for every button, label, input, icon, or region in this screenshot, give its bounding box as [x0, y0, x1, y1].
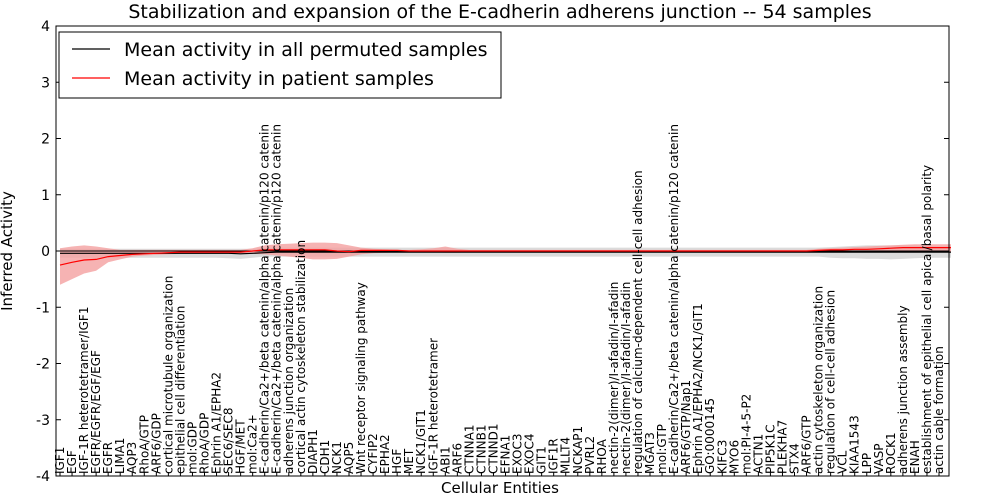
x-category-label: EGF — [65, 450, 79, 474]
x-category-label: MLLT4 — [559, 437, 573, 474]
patient-band — [60, 242, 951, 285]
patient-band-area — [60, 242, 951, 285]
plot-frame — [55, 25, 950, 477]
x-category-label: AQP3 — [125, 442, 139, 474]
x-category-label: DIAPH1 — [306, 429, 320, 474]
patient-mean-line — [59, 247, 951, 266]
x-category-label: LPP — [860, 453, 874, 474]
x-category-label: CTNNB1 — [474, 424, 488, 474]
legend: Mean activity in all permuted samples Me… — [58, 31, 502, 99]
x-category-label: NCKAP1 — [571, 426, 585, 474]
x-category-label: mol:Ca2+ — [246, 414, 260, 474]
y-tick-label: 3 — [41, 75, 50, 91]
x-category-label: MGAT3 — [643, 432, 657, 474]
x-category-label: NCK1/GIT1 — [414, 409, 428, 474]
x-category-label: regulation of calcium-dependent cell-cel… — [631, 170, 645, 474]
series-lines — [59, 247, 951, 266]
y-axis-label: Inferred Activity — [0, 191, 16, 311]
x-category-label: ARF6/GTP — [800, 415, 814, 474]
x-category-label: PLEKHA7 — [776, 420, 790, 474]
x-category-label: ARF6/GTP/Nap1 — [679, 380, 693, 474]
x-category-label: ACTN1 — [751, 434, 765, 474]
x-category-label: PIP5K1C — [763, 424, 777, 474]
x-category-label: IGF1R — [547, 438, 561, 474]
x-category-label: nectin-2(dimer)/I-afadin/I-afadin — [619, 282, 633, 474]
x-category-label: VASP — [872, 443, 886, 474]
x-category-label: EFNA1 — [499, 435, 513, 474]
x-category-label: RhoA/GDP — [198, 413, 212, 474]
x-category-label: mol:GTP — [655, 424, 669, 474]
x-category-label: ENAH — [908, 440, 922, 474]
x-category-label: NCK1 — [330, 441, 344, 474]
x-category-label: CDH1 — [318, 440, 332, 474]
x-category-label: Wnt receptor signaling pathway — [354, 282, 368, 474]
x-category-label: ARF6 — [450, 443, 464, 474]
x-category-label: ROCK1 — [884, 432, 898, 474]
y-tick-label: 4 — [41, 19, 50, 35]
y-axis: -4 -3 -2 -1 0 1 2 3 4 — [36, 19, 949, 485]
x-category-label: AQP5 — [342, 442, 356, 474]
x-category-label: EXOC3 — [511, 434, 525, 475]
x-category-label: RhoA/GTP — [137, 415, 151, 474]
x-category-label: VCL — [836, 450, 850, 474]
y-tick-label: -3 — [36, 413, 50, 429]
x-category-label: regulation of cell-cell adhesion — [824, 290, 838, 474]
x-category-label: MET — [402, 448, 416, 474]
x-category-label: E-cadherin/Ca2+/beta catenin/alpha caten… — [667, 124, 681, 474]
x-category-label: ABI1 — [438, 446, 452, 474]
x-category-label: Ephrin A1/EPHA2 — [210, 372, 224, 474]
x-category-label: cortical microtubule organization — [161, 276, 175, 474]
x-category-label: CTNND1 — [487, 423, 501, 474]
x-category-label: CTNNA1 — [462, 424, 476, 474]
y-tick-label: 0 — [41, 244, 50, 260]
x-category-label: E-cadherin/Ca2+/beta catenin/alpha caten… — [270, 124, 284, 474]
x-category-label: cortical actin cytoskeleton stabilizatio… — [294, 240, 308, 474]
x-category-label: adherens junction assembly — [896, 305, 910, 474]
x-category-label: Ephrin A1/EPHA2/NCK1/GIT1 — [691, 303, 705, 474]
x-category-label: actin cytoskeleton organization — [812, 286, 826, 474]
x-category-label: EPHA2 — [378, 434, 392, 474]
x-category-label: EXOC4 — [523, 434, 537, 475]
x-category-label: mol:PI-4-5-P2 — [739, 394, 753, 474]
y-tick-label: -2 — [36, 357, 50, 373]
x-category-label: PVRL2 — [583, 436, 597, 474]
x-category-label: mol:GDP — [186, 422, 200, 474]
x-category-label: CYFIP2 — [366, 433, 380, 474]
permuted-mean-line — [60, 251, 951, 255]
x-category-label: GO:0000145 — [703, 398, 717, 474]
x-category-label: RHOA — [595, 438, 609, 474]
y-tick-label: -4 — [36, 469, 50, 485]
x-category-label: EGFR/EGFR/EGF/EGF — [89, 350, 103, 474]
x-category-label: actin cable formation — [932, 346, 946, 474]
x-category-label: EGFR — [101, 442, 115, 474]
x-category-label: IGF-1R heterotetramer — [426, 338, 440, 474]
x-category-label: SEC6/SEC8 — [222, 408, 236, 474]
x-category-label: HGF/MET — [234, 419, 248, 474]
x-category-label: IGF-1R heterotetramer/IGF1 — [77, 307, 91, 474]
x-category-label: HGF — [390, 449, 404, 474]
x-category-label: KIFC3 — [715, 440, 729, 474]
x-category-label: GIT1 — [535, 446, 549, 474]
legend-label-permuted: Mean activity in all permuted samples — [124, 39, 487, 61]
x-category-label: E-cadherin/Ca2+/beta catenin/alpha caten… — [258, 124, 272, 474]
y-tick-label: 1 — [41, 188, 50, 204]
chart-title: Stabilization and expansion of the E-cad… — [128, 1, 871, 23]
x-category-label: epithelial cell differentiation — [173, 306, 187, 474]
x-category-label: KIAA1543 — [848, 415, 862, 474]
y-tick-label: -1 — [36, 300, 50, 316]
x-category-label: ARF6/GDP — [149, 413, 163, 474]
x-category-label: LIMA1 — [113, 438, 127, 474]
legend-label-patient: Mean activity in patient samples — [124, 68, 434, 90]
x-category-label: MYO6 — [727, 440, 741, 474]
x-category-label: nectin-2(dimer)/I-afadin/I-afadin — [607, 282, 621, 474]
x-category-label: establishment of epithelial cell apical/… — [920, 165, 934, 474]
legend-box — [58, 31, 502, 99]
y-tick-label: 2 — [41, 132, 50, 148]
x-category-label: STX4 — [788, 443, 802, 474]
x-axis-label: Cellular Entities — [441, 479, 559, 497]
x-category-label: adherens junction organization — [282, 288, 296, 474]
